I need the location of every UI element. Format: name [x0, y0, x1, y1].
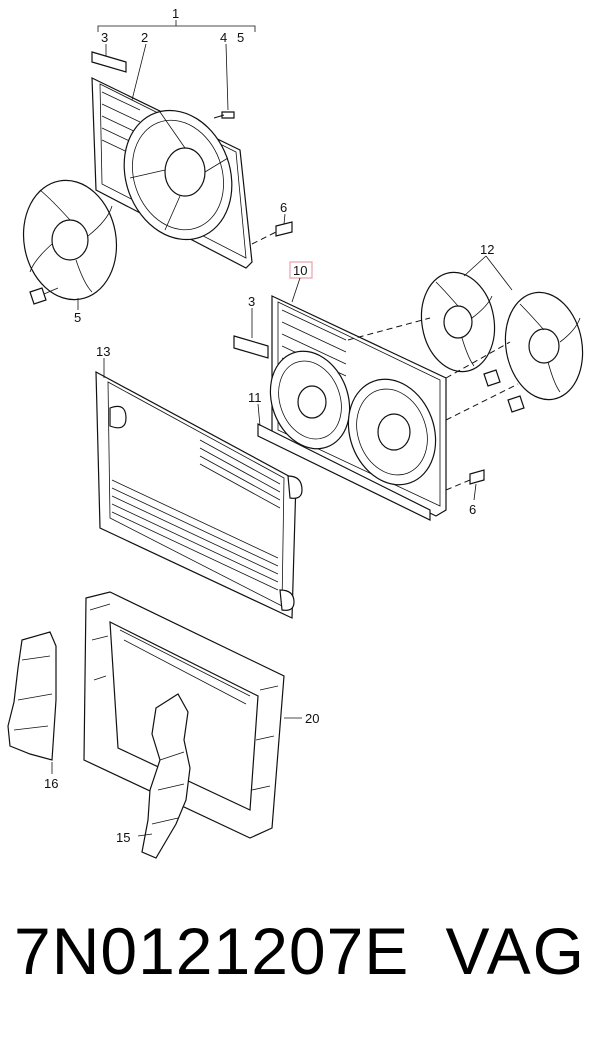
callout-bracket-1 — [97, 25, 256, 32]
callout-3-lower: 3 — [248, 294, 255, 309]
callout-6-lower: 6 — [469, 502, 476, 517]
part-3-lower-plate — [233, 335, 269, 359]
air-guide-part-15 — [137, 693, 191, 859]
callout-20: 20 — [305, 711, 319, 726]
parts-exploded-diagram: 1 3 2 4 5 6 5 10 12 3 11 6 13 20 16 15 — [7, 6, 584, 859]
brand-label: VAG — [445, 914, 586, 988]
callout-15: 15 — [116, 830, 130, 845]
radiator-part-13 — [95, 358, 303, 619]
callout-13: 13 — [96, 344, 110, 359]
part-6-screw-lower — [469, 469, 485, 485]
upper-fan-shroud-assembly — [91, 20, 293, 269]
callout-2: 2 — [141, 30, 148, 45]
callout-1: 1 — [172, 6, 179, 21]
callout-11: 11 — [248, 390, 262, 405]
callout-10: 10 — [293, 263, 307, 278]
air-guide-part-16 — [7, 631, 57, 774]
front-carrier-part-20 — [83, 591, 302, 839]
callout-4: 4 — [220, 30, 227, 45]
footer: 7N0121207E VAG — [0, 905, 600, 1025]
part-3-plate — [91, 51, 127, 73]
part-11-seal-strip — [257, 423, 431, 521]
fan-5-connector — [29, 287, 47, 305]
callout-12: 12 — [480, 242, 494, 257]
callout-3: 3 — [101, 30, 108, 45]
part-6-screw-upper — [275, 221, 293, 237]
fans-part-12 — [347, 255, 584, 421]
fan-part-5 — [22, 179, 118, 310]
callout-5-top: 5 — [237, 30, 244, 45]
callout-5: 5 — [74, 310, 81, 325]
dual-fan-shroud-part-10 — [233, 261, 485, 521]
callout-16: 16 — [44, 776, 58, 791]
callout-10-highlight — [289, 261, 313, 279]
part-number: 7N0121207E — [14, 914, 410, 988]
callout-6-upper: 6 — [280, 200, 287, 215]
